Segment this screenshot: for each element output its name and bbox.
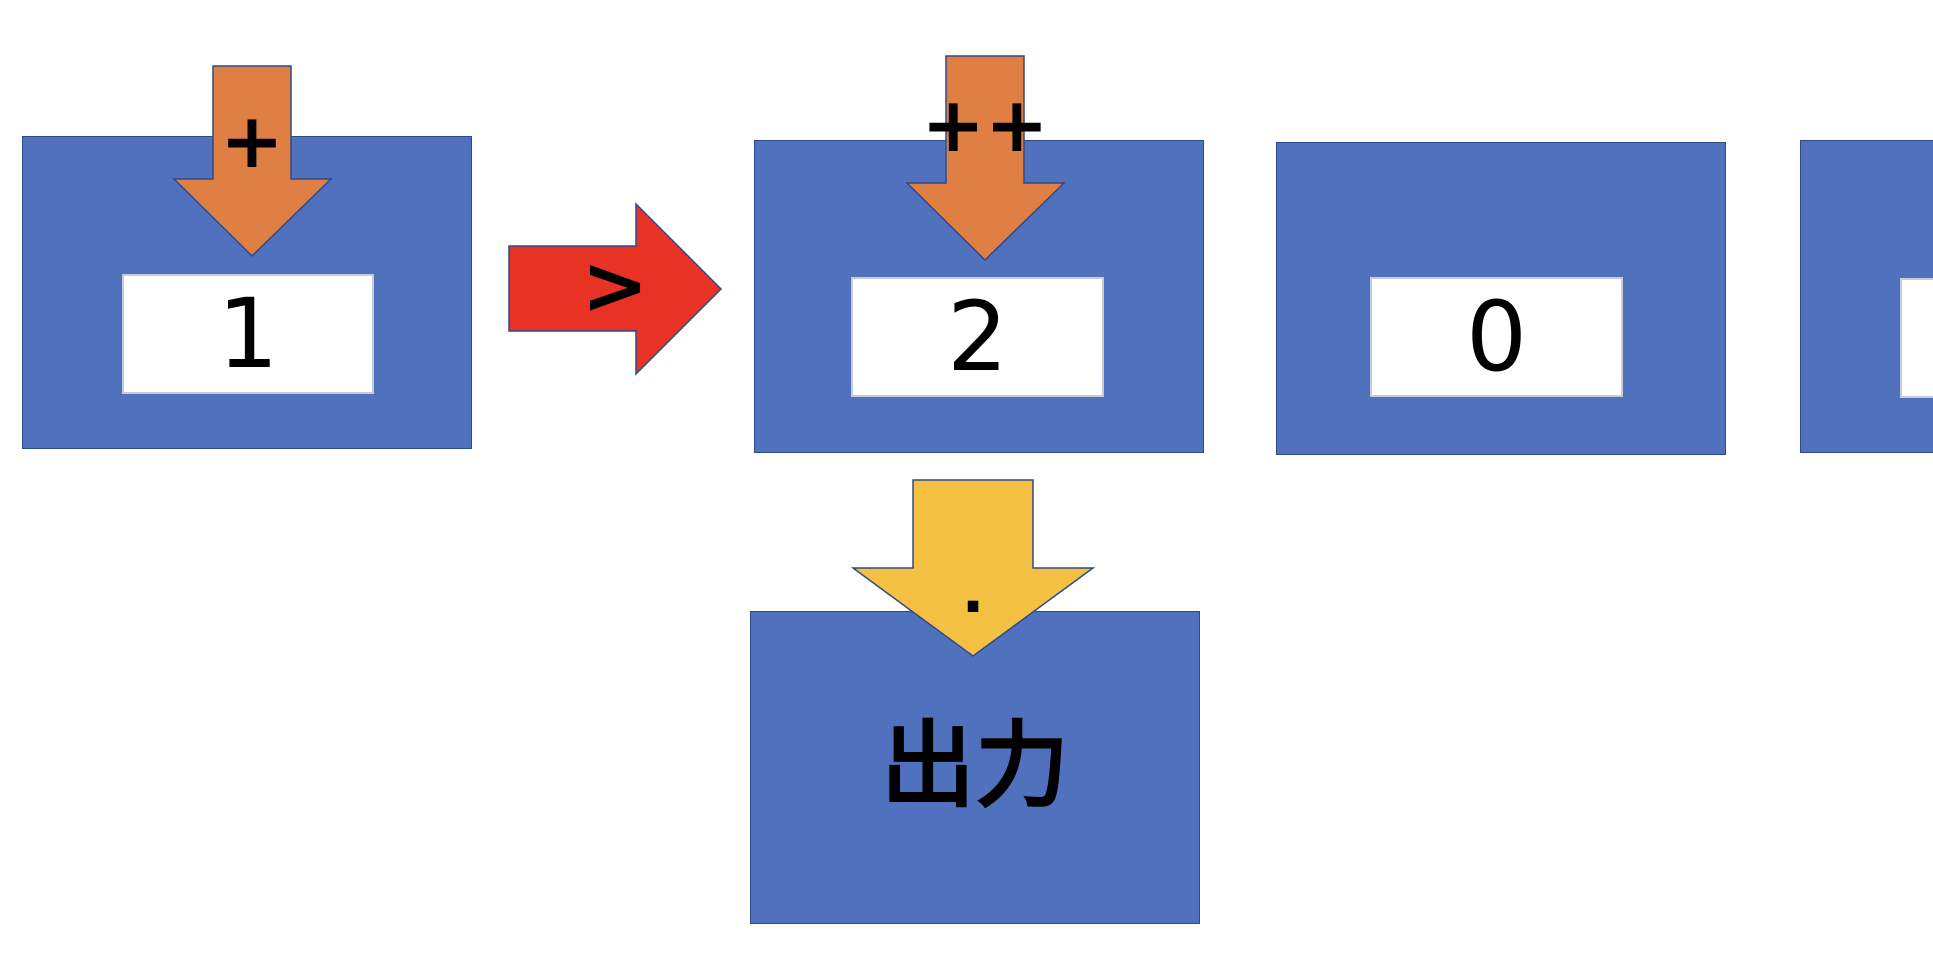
cell-3-value: 0 <box>1370 277 1623 397</box>
output-arrow <box>850 479 1096 657</box>
increment-arrow-2 <box>905 55 1066 262</box>
move-right-label: > <box>581 239 649 332</box>
increment-arrow-1 <box>172 65 333 258</box>
increment-label-2: ++ <box>921 80 1049 169</box>
cell-4-value <box>1900 278 1933 398</box>
output-label: 出力 <box>880 712 1069 821</box>
move-right-arrow <box>508 202 723 376</box>
cell-1-value: 1 <box>122 274 374 394</box>
output-box <box>750 611 1200 924</box>
output-op-label: . <box>961 557 985 627</box>
increment-label-1: + <box>220 96 284 185</box>
cell-2-value: 2 <box>851 277 1104 397</box>
